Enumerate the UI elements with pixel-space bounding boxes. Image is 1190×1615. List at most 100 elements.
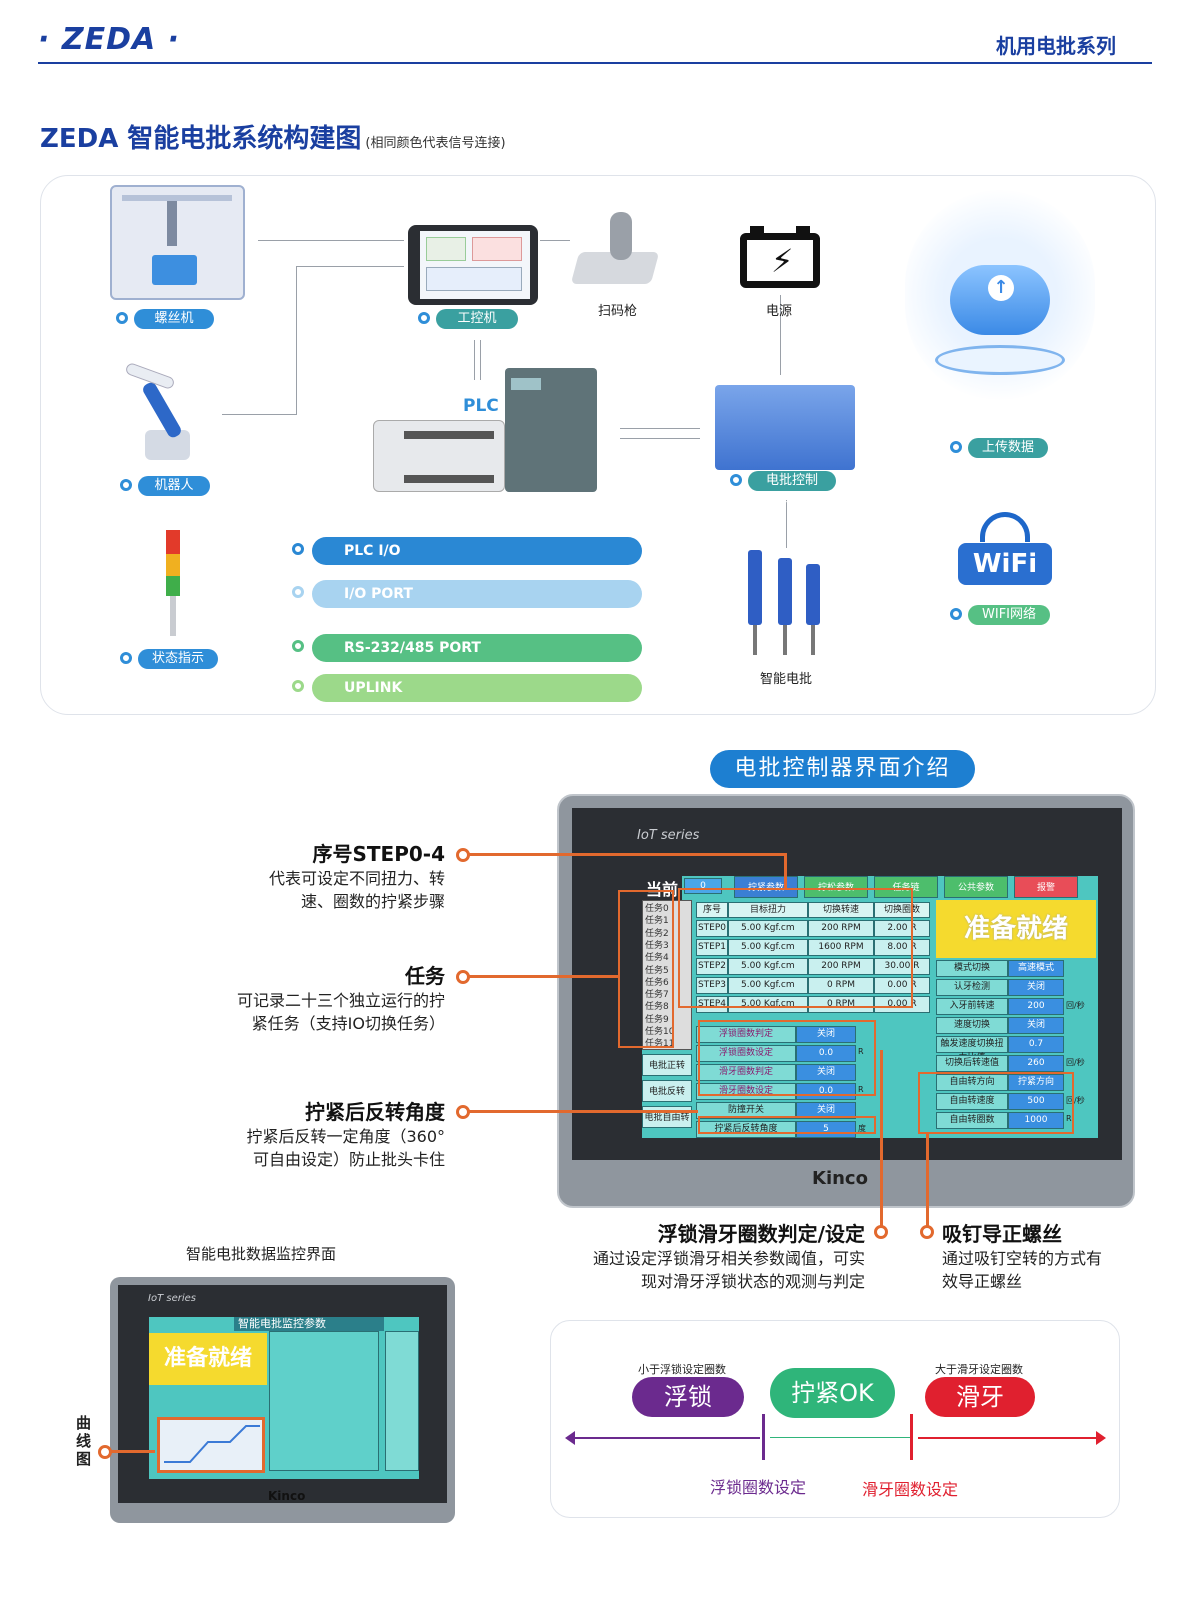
step-torque[interactable]: 5.00 Kgf.cm	[728, 939, 808, 956]
tab-3[interactable]: 公共参数	[944, 876, 1008, 898]
callout-dot	[874, 1225, 888, 1239]
task-item[interactable]: 任务3	[645, 940, 669, 951]
callout-line	[468, 1110, 698, 1113]
param-value[interactable]: 拧紧方向	[1008, 1074, 1064, 1091]
task-item[interactable]: 任务7	[645, 990, 669, 1001]
button-0[interactable]: 电批正转	[642, 1054, 692, 1076]
label-upload: 上传数据	[968, 438, 1048, 458]
param-label: 自由转圈数	[936, 1112, 1008, 1129]
monitor-bezel: IoT series 智能电批监控参数 准备就绪 Kinco	[118, 1285, 447, 1503]
status-light-pole	[170, 596, 176, 636]
lightning-icon: ⚡	[771, 242, 794, 280]
wifi-logo: WiFi	[958, 543, 1052, 585]
monitor-device: IoT series 智能电批监控参数 准备就绪 Kinco	[110, 1277, 455, 1523]
hmi-brand: IoT series	[637, 828, 700, 843]
monitor-caption: 智能电批数据监控界面	[186, 1245, 337, 1263]
screwdriver-image	[748, 550, 762, 625]
label-controller: 电批控制器	[748, 471, 836, 508]
task-item[interactable]: 任务6	[645, 977, 669, 988]
range-line-ok	[770, 1437, 910, 1438]
button-1[interactable]: 电批反转	[642, 1080, 692, 1102]
screwdriver-image	[778, 558, 792, 625]
param-value[interactable]: 0.7	[1008, 1036, 1064, 1053]
task-item[interactable]: 任务11	[645, 1039, 675, 1050]
ipc-image	[408, 225, 538, 305]
step-speed[interactable]: 0 RPM	[808, 996, 874, 1013]
tab-4[interactable]: 报警	[1014, 876, 1078, 898]
step-turns[interactable]: 30.00 R	[874, 958, 930, 975]
step-speed[interactable]: 200 RPM	[808, 920, 874, 937]
callout-suck: 吸钉导正螺丝 通过吸钉空转的方式有 效导正螺丝	[942, 1222, 1103, 1291]
badge-stripped: 滑牙	[925, 1377, 1035, 1417]
judgement-diagram	[550, 1320, 1120, 1518]
step-speed[interactable]: 200 RPM	[808, 958, 874, 975]
step-turns[interactable]: 2.00 R	[874, 920, 930, 937]
callout-task: 任务 可记录二十三个独立运行的拧 紧任务（支持IO切换任务）	[236, 964, 445, 1033]
monitor-buttons	[385, 1331, 419, 1471]
bullet-icon	[950, 608, 962, 620]
param-value[interactable]: 1000	[1008, 1112, 1064, 1129]
param-unit: R	[858, 1047, 864, 1056]
param-unit: 回/秒	[1066, 1058, 1085, 1067]
task-item[interactable]: 任务1	[645, 916, 669, 927]
task-item[interactable]: 任务10	[645, 1027, 675, 1037]
task-item[interactable]: 任务5	[645, 965, 669, 976]
current-label: 当前	[642, 876, 683, 900]
task-item[interactable]: 任务2	[645, 928, 669, 939]
task-item[interactable]: 任务4	[645, 953, 669, 964]
connector-line	[780, 295, 781, 375]
screwdriver-bit	[753, 625, 757, 655]
param-value[interactable]: 关闭	[1008, 979, 1064, 996]
step-turns[interactable]: 0.00 R	[874, 977, 930, 994]
param-value[interactable]: 关闭	[796, 1102, 856, 1119]
label-strip-set: 滑牙圈数设定	[862, 1480, 959, 1499]
label-screw-machine: 螺丝机	[134, 309, 214, 329]
param-value[interactable]: 200	[1008, 998, 1064, 1015]
screwdriver-bit	[783, 625, 787, 655]
monitor-brand: IoT series	[148, 1293, 196, 1304]
param-value[interactable]: 关闭	[1008, 1017, 1064, 1034]
page-title: ZEDA 智能电批系统构建图(相同颜色代表信号连接)	[40, 124, 506, 154]
curve-label: 曲线图	[76, 1414, 92, 1468]
section-title-controller-ui: 电批控制器界面介绍	[710, 750, 975, 788]
param-value[interactable]: 高速模式	[1008, 960, 1064, 977]
task-item[interactable]: 任务0	[645, 904, 669, 914]
battery-terminal	[796, 226, 810, 234]
step-id: STEP3	[696, 977, 728, 994]
step-torque[interactable]: 5.00 Kgf.cm	[728, 958, 808, 975]
label-wifi: WIFI网络	[968, 605, 1050, 625]
param-label: 自由转速度	[936, 1093, 1008, 1110]
task-item[interactable]: 任务9	[645, 1014, 669, 1025]
param-value[interactable]: 0.0	[796, 1045, 856, 1062]
step-torque[interactable]: 5.00 Kgf.cm	[728, 920, 808, 937]
param-value[interactable]: 260	[1008, 1055, 1064, 1072]
col-header: 切换转速	[808, 902, 874, 918]
param-value[interactable]: 关闭	[796, 1026, 856, 1043]
arrow-line	[480, 340, 481, 380]
param-value[interactable]: 关闭	[796, 1064, 856, 1081]
zeda-logo: · ZEDA ·	[38, 22, 181, 57]
param-label: 浮锁圈数判定	[696, 1026, 796, 1043]
step-torque[interactable]: 5.00 Kgf.cm	[728, 996, 808, 1013]
param-label: 防撞开关	[696, 1102, 796, 1119]
step-turns[interactable]: 0.00 R	[874, 996, 930, 1013]
highlight-float	[698, 1020, 876, 1096]
step-speed[interactable]: 1600 RPM	[808, 939, 874, 956]
param-unit: 回/秒	[1066, 1001, 1085, 1010]
step-turns[interactable]: 8.00 R	[874, 939, 930, 956]
highlight-reverse	[698, 1116, 876, 1134]
bullet-icon	[116, 312, 128, 324]
status-light-green	[166, 576, 180, 596]
task-item[interactable]: 任务8	[645, 1002, 669, 1013]
note-above-strip: 大于滑牙设定圈数	[935, 1363, 1023, 1376]
robot-image	[115, 360, 210, 465]
step-torque[interactable]: 5.00 Kgf.cm	[728, 977, 808, 994]
badge-tighten-ok: 拧紧OK	[770, 1368, 895, 1418]
bullet-icon	[292, 680, 304, 692]
step-speed[interactable]: 0 RPM	[808, 977, 874, 994]
callout-float: 浮锁滑牙圈数判定/设定 通过设定浮锁滑牙相关参数阈值，可实 现对滑牙浮锁状态的观…	[592, 1222, 865, 1291]
param-value[interactable]: 500	[1008, 1093, 1064, 1110]
status-light-yellow	[166, 554, 180, 576]
note-below-float: 小于浮锁设定圈数	[638, 1363, 726, 1376]
